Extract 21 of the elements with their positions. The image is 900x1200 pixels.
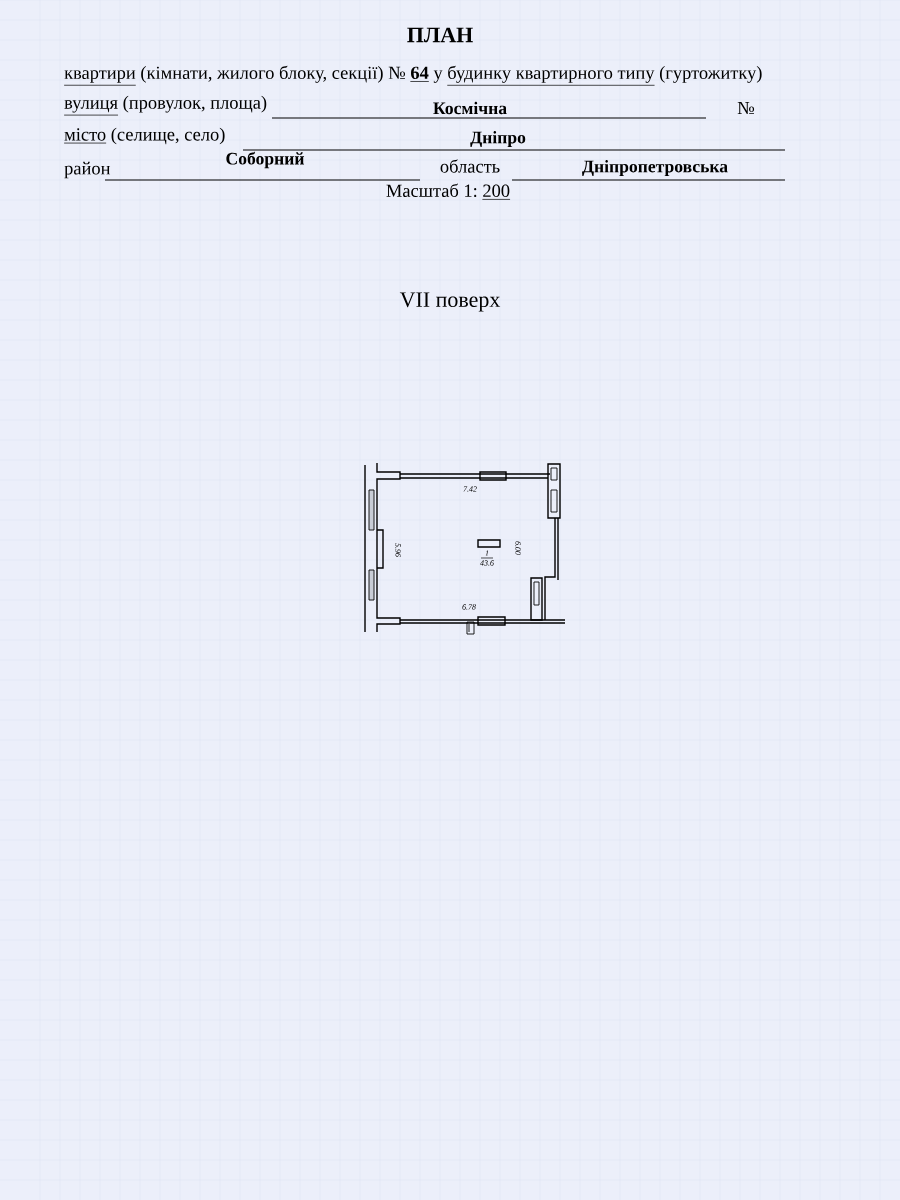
form-text: будинку квартирного типу (446, 65, 655, 86)
form-text: (кімнати, жилого блоку, секції) № (141, 65, 406, 83)
form-text: (гуртожитку) (659, 66, 762, 83)
form-text: вулиця (63, 100, 119, 116)
form-text: 200 (482, 184, 511, 200)
form-text: Масштаб 1: (386, 183, 477, 197)
form-text: район (64, 161, 111, 179)
form-text: Дніпро (470, 131, 526, 147)
form-text: (провулок, площа) (123, 95, 267, 113)
form-text: (селище, село) (111, 127, 225, 145)
form-text: 64 (410, 66, 430, 82)
form-text: область (440, 159, 500, 173)
title: ПЛАН (407, 27, 473, 43)
form-text: Дніпропетровська (582, 160, 728, 176)
form-text: Соборний (226, 151, 304, 169)
form-text: № (737, 101, 755, 115)
form-text: у (433, 70, 443, 83)
form-text: Космічна (433, 101, 507, 115)
form-text: VII поверх (399, 292, 501, 312)
form-text: місто (63, 128, 107, 144)
form-text: квартири (63, 70, 137, 86)
